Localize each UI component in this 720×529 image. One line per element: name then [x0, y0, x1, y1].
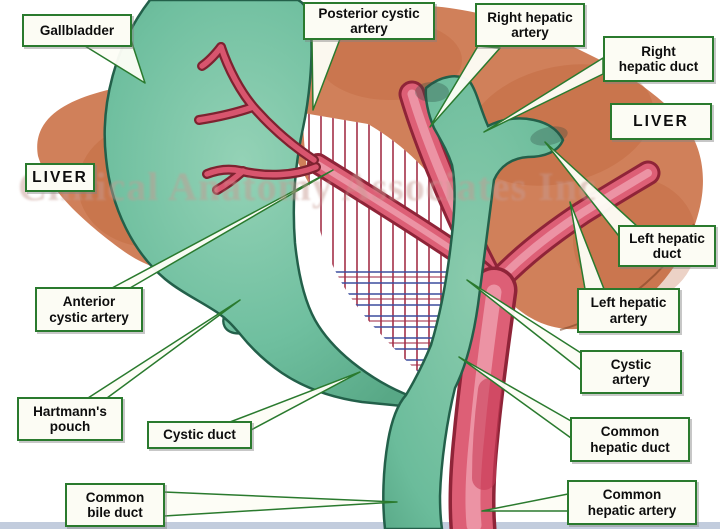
shading-smudge	[530, 126, 568, 146]
common-hepatic-artery-shape	[448, 266, 518, 529]
label-posterior-cystic-artery: Posterior cystic artery	[303, 2, 435, 40]
label-hartmanns-pouch: Hartmann's pouch	[17, 397, 123, 441]
label-right-hepatic-artery: Right hepatic artery	[475, 3, 585, 47]
label-common-bile-duct: Common bile duct	[65, 483, 165, 527]
label-liver-right: LIVER	[610, 103, 712, 140]
leader-lines	[84, 38, 639, 517]
label-cystic-duct: Cystic duct	[147, 421, 252, 449]
label-liver-left: LIVER	[25, 163, 95, 192]
cystic-artery-branches	[194, 42, 321, 195]
left-hepatic-artery-shape	[483, 160, 661, 296]
label-right-hepatic-duct: Right hepatic duct	[603, 36, 714, 82]
leader-right-hepatic-artery	[429, 45, 501, 128]
hepatic-duct-tree-shape	[382, 75, 565, 529]
label-left-hepatic-artery: Left hepatic artery	[577, 288, 680, 333]
bottom-edge-strip	[0, 522, 720, 529]
label-left-hepatic-duct: Left hepatic duct	[618, 225, 716, 267]
label-gallbladder: Gallbladder	[22, 14, 132, 47]
gallbladder-shape	[103, 0, 413, 408]
shading-smudge	[415, 82, 449, 102]
label-cystic-artery: Cystic artery	[580, 350, 682, 394]
posterior-cystic-artery-shape	[218, 44, 317, 163]
label-common-hepatic-duct: Common hepatic duct	[570, 417, 690, 462]
label-common-hepatic-artery: Common hepatic artery	[567, 480, 697, 525]
label-anterior-cystic-artery: Anterior cystic artery	[35, 287, 143, 332]
